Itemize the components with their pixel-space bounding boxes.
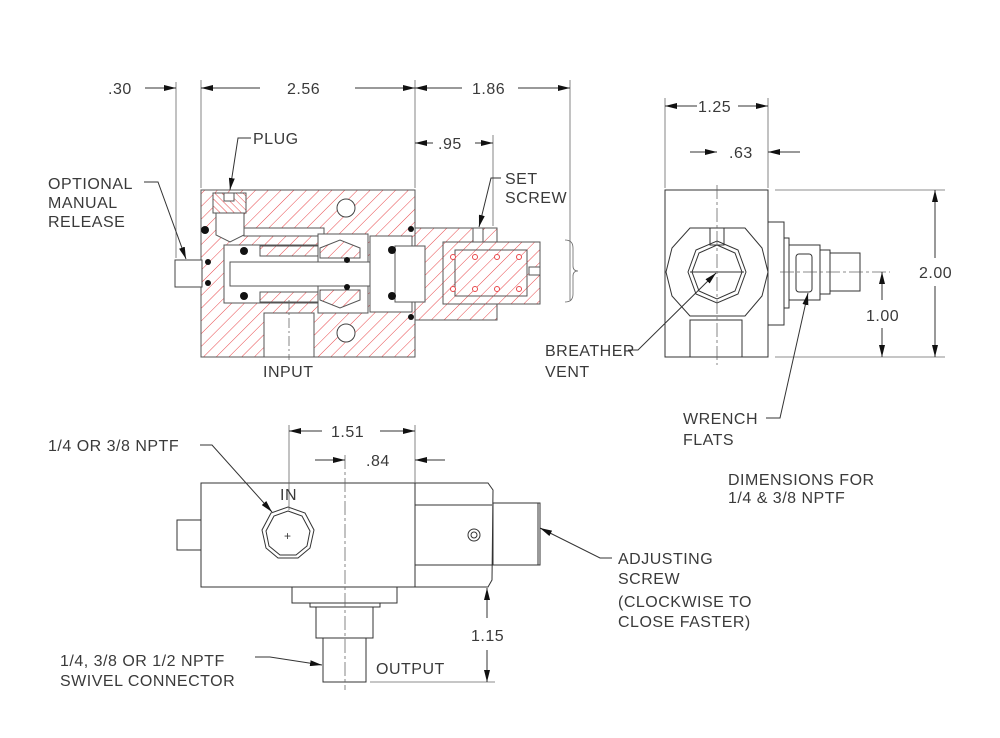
passage (243, 227, 325, 237)
mounting-hole (336, 323, 356, 343)
dim-side-half-height: 1.00 (866, 308, 899, 325)
top-dimensions: .30 2.56 1.86 .95 (108, 80, 579, 303)
center-mark: + (284, 529, 292, 543)
spring-coils (450, 254, 522, 292)
section-labels: PLUG OPTIONAL MANUAL RELEASE SET SCREW I… (48, 131, 567, 381)
label-optional-manual-release: MANUAL (48, 195, 118, 212)
label-adjusting-screw: (CLOCKWISE TO (618, 594, 752, 611)
dimensions-note: DIMENSIONS FOR (728, 472, 875, 489)
label-swivel-connector: SWIVEL CONNECTOR (60, 673, 235, 690)
label-optional-manual-release: OPTIONAL (48, 176, 133, 193)
set-screw (472, 227, 484, 243)
dim-bottom-center-offset: .84 (366, 453, 390, 470)
plug-socket (223, 192, 235, 202)
label-input: INPUT (263, 364, 314, 381)
label-set-screw: SCREW (505, 190, 567, 207)
section-view (174, 189, 541, 360)
manual-release-knob (174, 259, 203, 288)
dim-side-half-width: .63 (729, 145, 753, 162)
label-output: OUTPUT (376, 661, 445, 678)
label-wrench-flats: WRENCH (683, 411, 758, 428)
label-adjusting-screw: CLOSE FASTER) (618, 614, 751, 631)
dim-output-height: 1.15 (471, 628, 504, 645)
label-wrench-flats: FLATS (683, 432, 734, 449)
mounting-hole (336, 198, 356, 218)
sleeve-top (259, 245, 321, 257)
valve-stem (229, 261, 371, 287)
side-dimensions: 1.25 .63 2.00 1.00 (664, 98, 952, 358)
label-set-screw: SET (505, 171, 538, 188)
label-plug: PLUG (253, 131, 299, 148)
sleeve-bottom (259, 291, 321, 303)
dim-adjuster-length: 1.86 (472, 81, 505, 98)
dimensions-note: 1/4 & 3/8 NPTF (728, 490, 845, 507)
label-adjusting-screw: ADJUSTING (618, 551, 713, 568)
plug-bore (215, 212, 245, 243)
label-breather-vent: BREATHER (545, 343, 635, 360)
cap-slot (528, 266, 541, 276)
bottom-labels: 1/4 OR 3/8 NPTF IN ADJUSTING SCREW (CLOC… (48, 438, 875, 690)
seat-top (319, 239, 361, 259)
label-inlet-port: 1/4 OR 3/8 NPTF (48, 438, 179, 455)
label-breather-vent: VENT (545, 364, 590, 381)
spring-chamber (454, 249, 528, 297)
bottom-dimensions: 1.51 .84 1.15 (289, 424, 504, 682)
piston (394, 245, 426, 303)
dim-bottom-port-offset: 1.51 (331, 424, 364, 441)
side-labels: BREATHER VENT WRENCH FLATS (545, 272, 809, 449)
dim-body-length: 2.56 (287, 81, 320, 98)
label-in: IN (280, 487, 297, 504)
label-adjusting-screw: SCREW (618, 571, 680, 588)
dim-set-screw-offset: .95 (438, 136, 462, 153)
side-view (664, 185, 890, 365)
seat-bottom (319, 289, 361, 309)
bottom-view: + (176, 425, 541, 690)
o-rings (201, 226, 414, 320)
label-swivel-connector: 1/4, 3/8 OR 1/2 NPTF (60, 653, 225, 670)
dim-release-offset: .30 (108, 81, 132, 98)
dim-side-width: 1.25 (698, 99, 731, 116)
dim-side-height: 2.00 (919, 265, 952, 282)
label-optional-manual-release: RELEASE (48, 214, 125, 231)
